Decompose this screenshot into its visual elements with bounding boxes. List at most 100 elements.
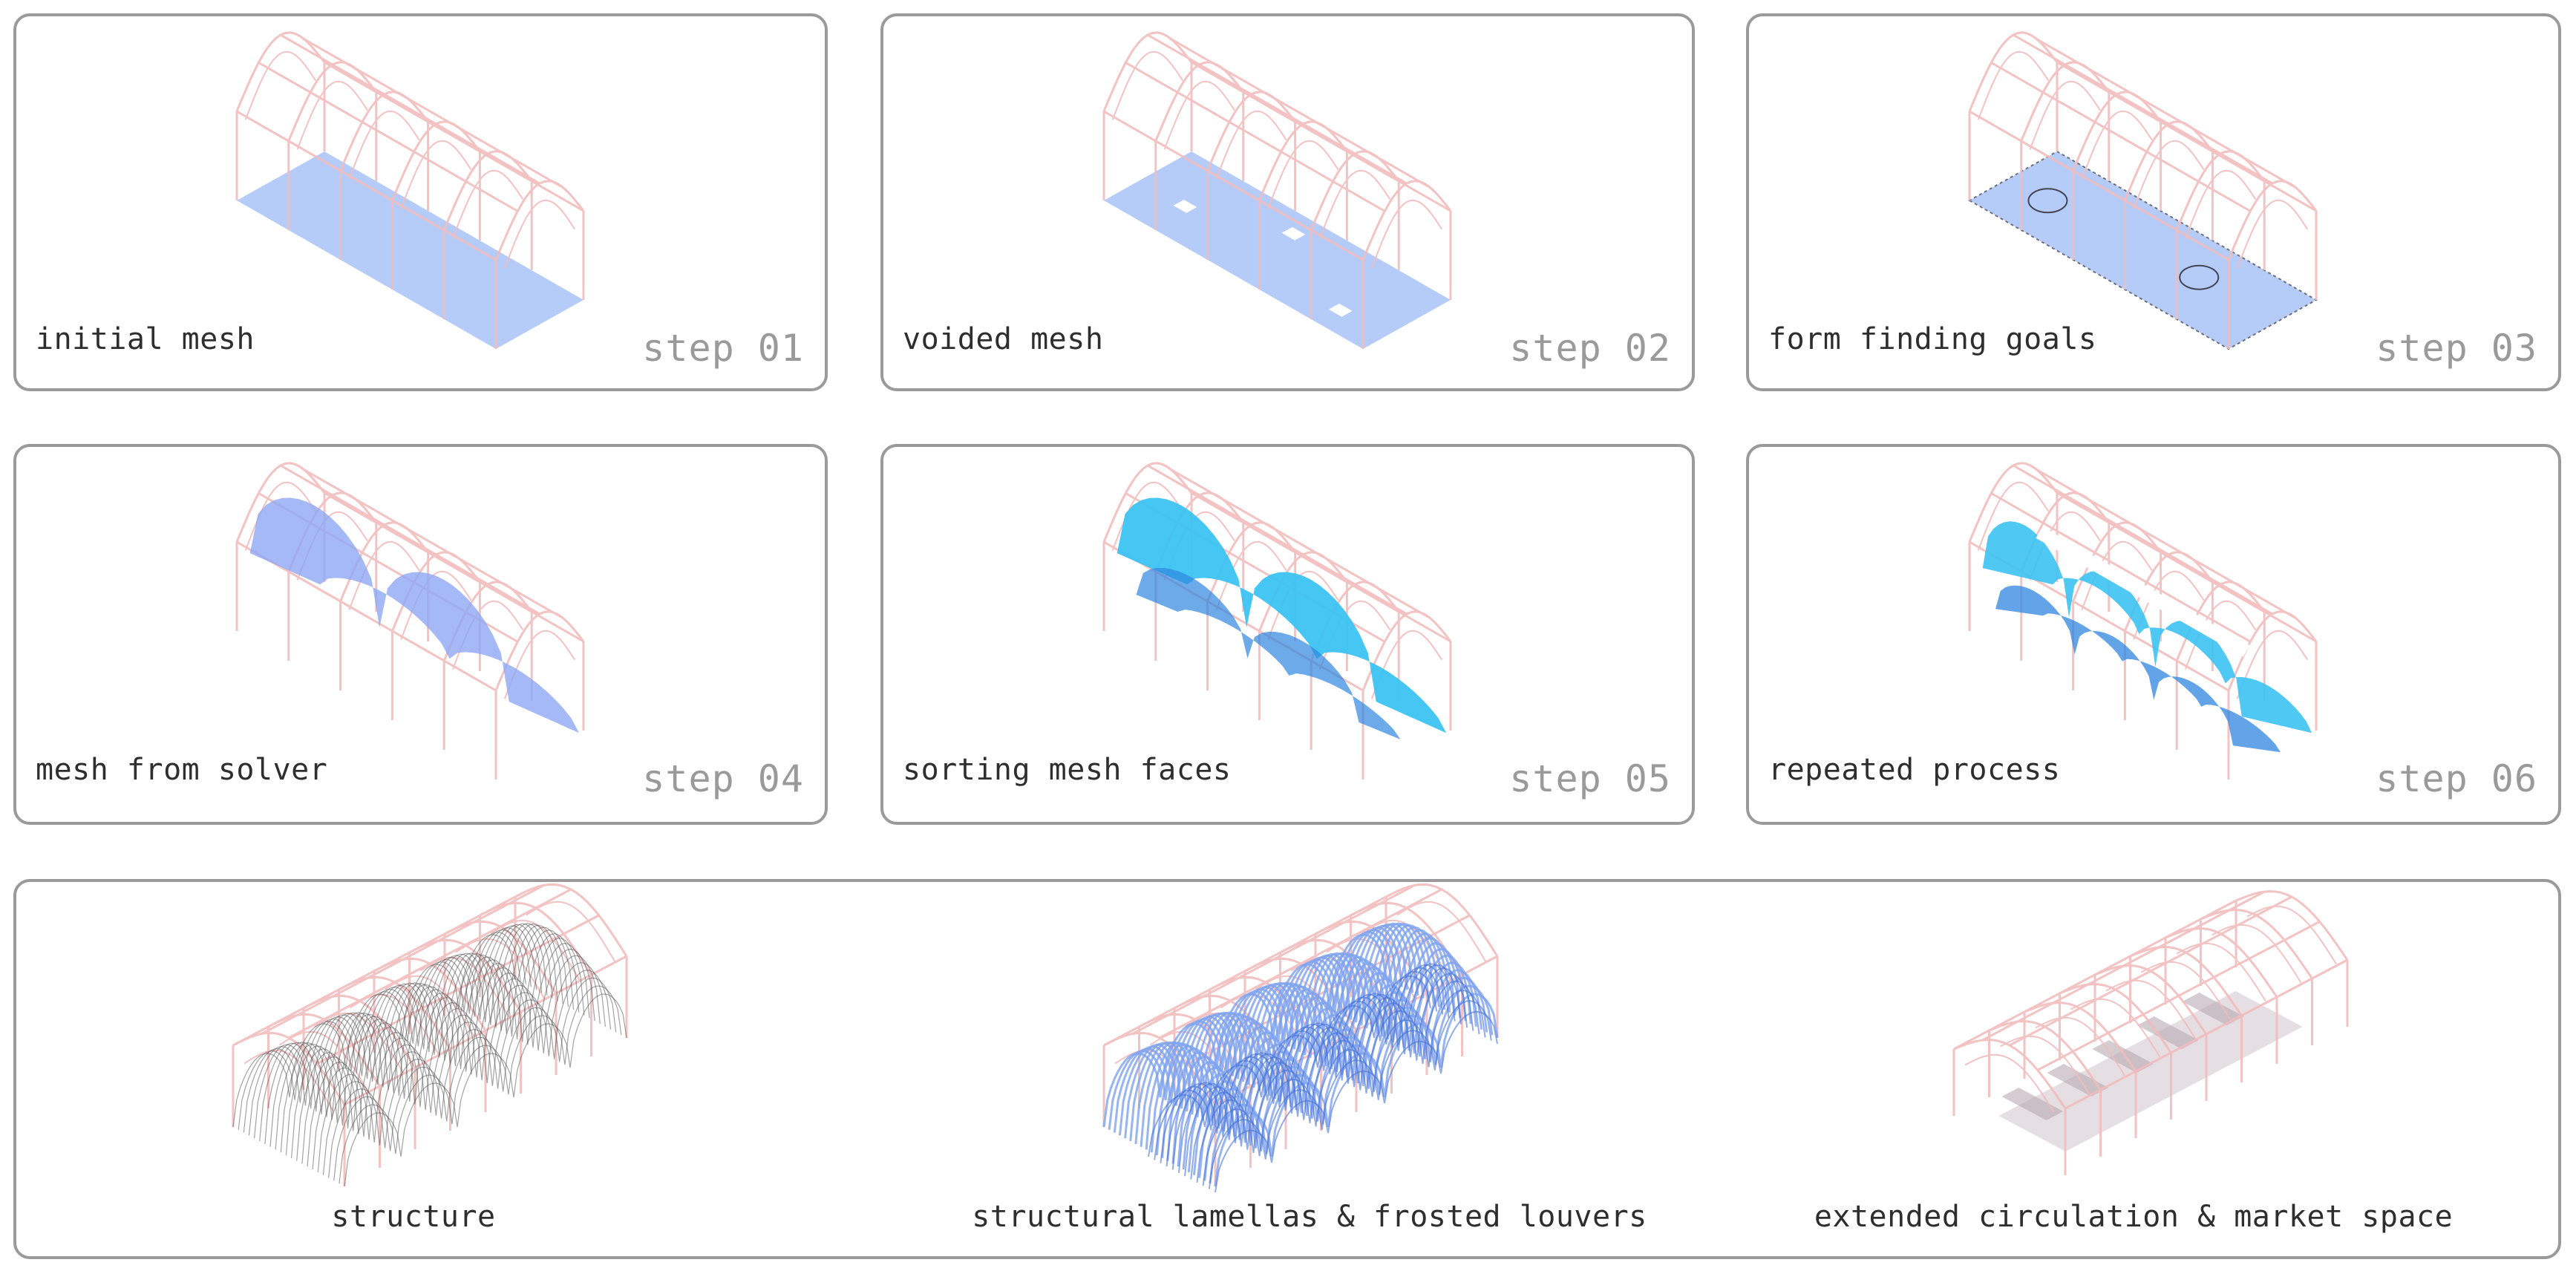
sorted-faces-drawing: [1102, 462, 1452, 780]
frame-purlin: [1990, 492, 2252, 643]
frame-purlin: [236, 110, 497, 261]
frame-arch-inner: [2185, 169, 2257, 239]
frame-arch-inner: [1964, 1053, 2055, 1114]
mesh-void: [1173, 200, 1197, 213]
frame-purlin: [1191, 491, 1451, 643]
vault-lamella: [1166, 932, 1451, 1161]
step-panel-03: form finding goals step 03: [1746, 13, 2561, 391]
frame-arch-inner: [2029, 80, 2101, 150]
vault-lamella: [339, 985, 622, 1184]
frame-purlin: [301, 468, 563, 618]
step-number: step 01: [642, 327, 804, 370]
frame-arch-inner: [400, 140, 472, 209]
frame-purlin: [2034, 468, 2295, 618]
structure-label: structure: [331, 1200, 496, 1234]
vault-lamella: [243, 929, 526, 1133]
vault-lamella: [275, 923, 558, 1150]
frame-arch-inner: [2141, 961, 2232, 1021]
steel-frame: [1102, 31, 1452, 349]
vault-lamella: [269, 923, 553, 1147]
frame-purlin: [1103, 110, 1364, 261]
frame-purlin: [1147, 33, 1408, 185]
frame-arch-inner: [244, 50, 317, 120]
steel-frame: [1968, 31, 2318, 349]
panel-label: sorting mesh faces: [903, 753, 1232, 787]
frame-arch-inner: [452, 169, 524, 239]
step-number: step 05: [1509, 757, 1671, 800]
step-number: step 06: [2376, 757, 2537, 800]
frame-arch-inner: [1163, 80, 1235, 150]
vault-lamella: [1171, 963, 1456, 1170]
frame-purlin: [1990, 62, 2252, 212]
frame-arch-inner: [1319, 169, 1391, 239]
circulation-label: extended circulation & market space: [1814, 1200, 2454, 1234]
frame-purlin: [1168, 37, 1430, 188]
frame-purlin: [236, 540, 497, 692]
step-number: step 04: [642, 757, 804, 800]
frame-purlin: [1125, 62, 1386, 212]
frame-purlin: [1191, 61, 1451, 212]
frame-arch-inner: [1977, 50, 2050, 120]
solver-mesh-surface: [249, 497, 580, 733]
sorted-mesh-dark-faces: [1136, 568, 1401, 739]
frame-purlin: [324, 61, 584, 212]
vault-lamella: [1214, 993, 1499, 1187]
mesh-void: [1328, 303, 1353, 317]
frame-purlin: [280, 464, 540, 615]
steel-frame: [235, 31, 585, 349]
frame-arch-inner: [2081, 110, 2153, 180]
initial-mesh-drawing: [235, 31, 585, 349]
vault-lamella: [248, 927, 532, 1136]
steel-frame: [232, 883, 628, 1186]
frame-purlin: [1981, 891, 2265, 1042]
frame-arch-inner: [2035, 1016, 2125, 1076]
step-number: step 03: [2376, 327, 2537, 370]
frame-arch-inner: [2133, 570, 2205, 640]
mesh-void: [1281, 226, 1306, 241]
frame-arch-inner: [2070, 998, 2161, 1058]
frame-purlin: [1168, 468, 1430, 618]
market-stall: [2001, 1088, 2064, 1120]
panel-label: initial mesh: [36, 322, 255, 356]
frame-purlin: [2013, 464, 2273, 615]
frame-arch-inner: [1111, 50, 1184, 120]
frame-purlin: [2056, 61, 2317, 212]
goal-anchor-ring: [2027, 188, 2068, 214]
panel-label: voided mesh: [903, 322, 1104, 356]
vault-lamella: [1202, 990, 1486, 1186]
frame-arch: [494, 180, 585, 261]
frame-arch-inner: [2000, 1035, 2090, 1095]
vault-lamella: [259, 924, 543, 1142]
steel-frame: [1952, 890, 2349, 1175]
vault-lamella: [1166, 964, 1450, 1167]
frame-purlin: [1953, 899, 2237, 1051]
frame-arch-inner: [1215, 110, 1287, 180]
frame-arch: [1361, 180, 1452, 261]
vault-lamella: [1160, 967, 1444, 1163]
vault-lamella: [296, 932, 580, 1161]
vault-lamella: [291, 929, 575, 1158]
panel-label: mesh from solver: [36, 753, 328, 787]
frame-arch-inner: [503, 199, 576, 269]
frame-arch-inner: [1370, 199, 1443, 269]
vault-lamella: [1150, 924, 1435, 1153]
vault-lamella: [238, 932, 521, 1130]
panel-label: repeated process: [1768, 753, 2061, 787]
frame-purlin: [2034, 37, 2295, 188]
frame-arch-inner: [296, 80, 368, 150]
frame-arch: [2227, 180, 2318, 261]
step-panel-05: sorting mesh faces step 05: [880, 444, 1695, 825]
panel-label: form finding goals: [1768, 322, 2097, 356]
goal-anchor-ring: [2179, 264, 2220, 290]
frame-arch-inner: [2176, 942, 2266, 1002]
voided-mesh-drawing: [1102, 31, 1452, 349]
repeated-process-drawing: [1968, 462, 2318, 780]
step-panel-01: initial mesh step 01: [13, 13, 828, 391]
frame-purlin: [1969, 110, 2229, 261]
vault-surface: [1148, 963, 1498, 1193]
frame-purlin: [2065, 958, 2348, 1110]
market-floor-plate: [1998, 991, 2303, 1151]
vault-lamella: [1190, 973, 1474, 1180]
vault-lamella: [1145, 922, 1430, 1150]
frame-arch-inner: [348, 110, 420, 180]
